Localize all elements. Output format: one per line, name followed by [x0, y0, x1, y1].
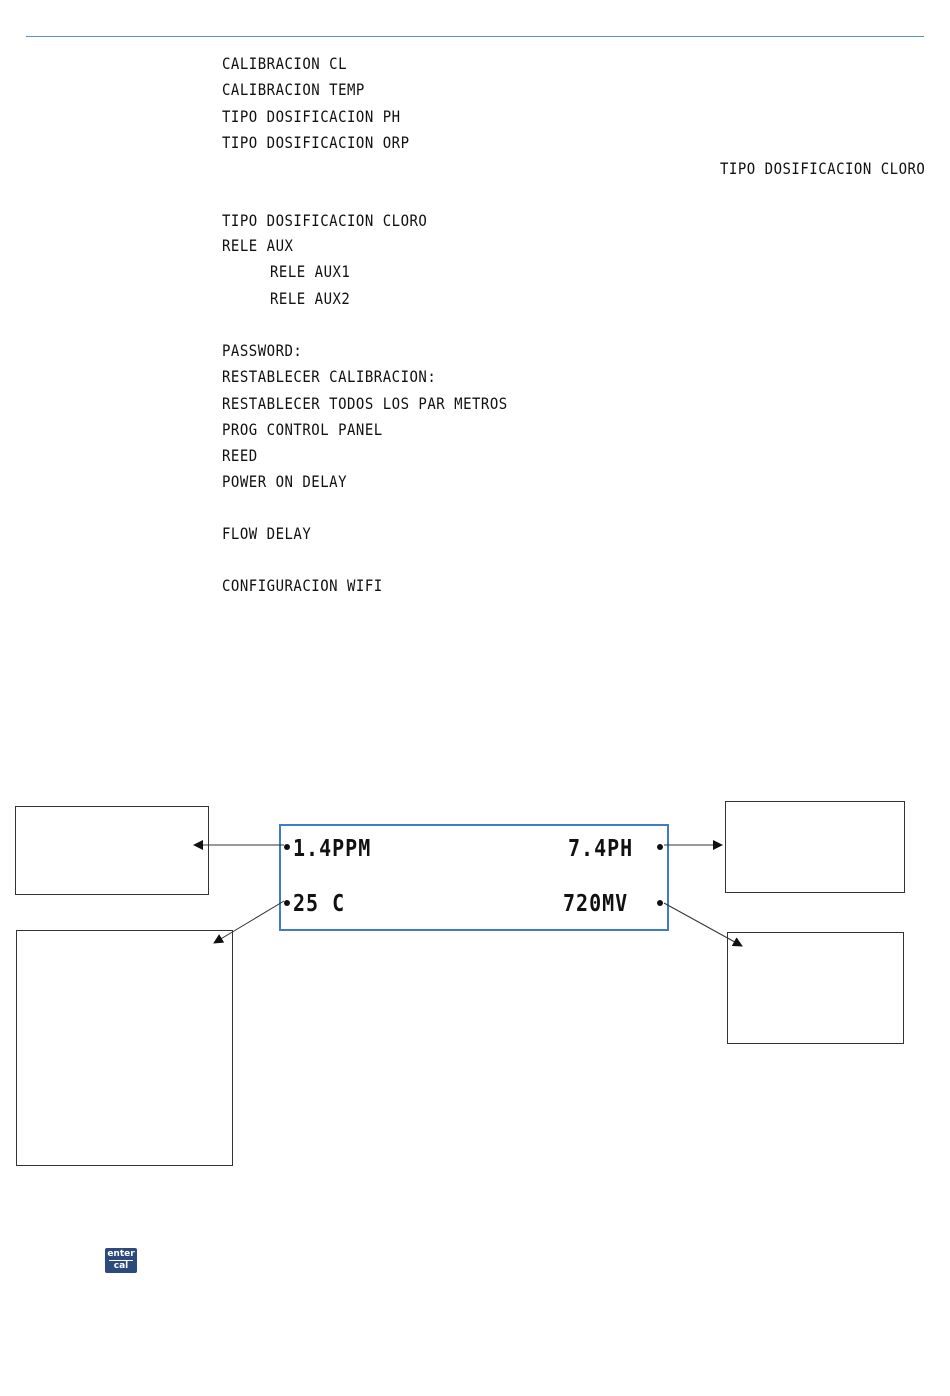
enter-key-label: enter — [107, 1249, 135, 1259]
menu-item-dosificacion-cloro-right: TIPO DOSIFICACION CLORO — [720, 160, 926, 179]
callout-box-ph — [725, 801, 905, 893]
dot-chlorine — [284, 844, 290, 850]
menu-item-restablecer-calibracion: RESTABLECER CALIBRACION: — [222, 368, 437, 387]
menu-item-dosificacion-cloro: TIPO DOSIFICACION CLORO — [222, 212, 428, 231]
dot-ph — [657, 844, 663, 850]
menu-item-restablecer-parametros: RESTABLECER TODOS LOS PAR METROS — [222, 395, 508, 414]
display-ph: 7.4PH — [568, 834, 634, 862]
arrow-orp — [663, 902, 743, 947]
menu-item-rele-aux1: RELE AUX1 — [270, 263, 351, 282]
menu-item-rele-aux: RELE AUX — [222, 237, 294, 256]
dot-orp — [657, 900, 663, 906]
header-rule — [26, 36, 924, 37]
arrow-temperature — [213, 900, 285, 944]
menu-item-flow-delay: FLOW DELAY — [222, 525, 312, 544]
enter-cal-key-icon: enter cal — [105, 1248, 137, 1273]
menu-item-password: PASSWORD: — [222, 342, 303, 361]
callout-box-orp — [727, 932, 904, 1044]
menu-item-dosificacion-orp: TIPO DOSIFICACION ORP — [222, 134, 410, 153]
menu-item-dosificacion-ph: TIPO DOSIFICACION PH — [222, 108, 401, 127]
display-chlorine: 1.4PPM — [293, 834, 372, 862]
display-orp: 720MV — [563, 889, 629, 917]
menu-item-prog-control-panel: PROG CONTROL PANEL — [222, 421, 383, 440]
dot-temperature — [284, 900, 290, 906]
menu-item-configuracion-wifi: CONFIGURACION WIFI — [222, 577, 383, 596]
menu-item-rele-aux2: RELE AUX2 — [270, 290, 351, 309]
lcd-display-panel: 1.4PPM 7.4PH 25 C 720MV — [279, 824, 669, 931]
menu-item-power-on-delay: POWER ON DELAY — [222, 473, 348, 492]
menu-item-calibracion-temp: CALIBRACION TEMP — [222, 81, 365, 100]
menu-item-calibracion-cl: CALIBRACION CL — [222, 55, 348, 74]
menu-item-reed: REED — [222, 447, 258, 466]
callout-box-temperature — [16, 930, 233, 1166]
callout-box-chlorine — [15, 806, 209, 895]
display-temperature: 25 C — [293, 889, 346, 917]
cal-key-label: cal — [113, 1261, 129, 1271]
